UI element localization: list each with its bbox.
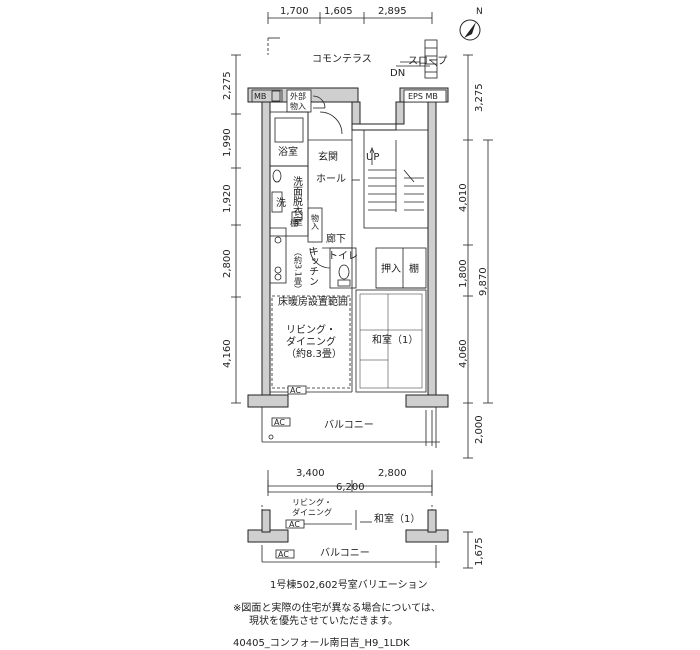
dim-left-5: 4,160: [222, 339, 233, 368]
dim-right-1: 3,275: [474, 83, 485, 112]
hall-label: ホール: [316, 173, 346, 185]
storage-box: [307, 207, 323, 243]
kitchen-label: キッチン: [307, 246, 318, 286]
outside-label-2: 物入: [290, 101, 306, 111]
shelf-small-label: 棚: [290, 218, 298, 228]
dim-bottom-1: 3,400: [296, 468, 325, 479]
balcony-label: バルコニー: [324, 419, 374, 431]
dim-bottom-2: 2,800: [378, 468, 407, 479]
dim-right-6: 2,000: [474, 415, 485, 444]
mb-label: MB: [254, 92, 266, 101]
ac-living-label: AC: [290, 386, 301, 395]
dim-variation: 1,675: [474, 537, 485, 566]
japanese-room-label: 和室（1）: [372, 333, 418, 346]
stairwell: [363, 129, 429, 229]
note-line-2: 現状を優先させていただきます。: [249, 614, 398, 627]
entrance-label: 玄関: [318, 150, 338, 163]
outside-label-1: 外部: [290, 91, 306, 101]
dim-top-2: 1,605: [324, 6, 353, 17]
ac-balcony: [271, 417, 291, 427]
dim-top-3: 2,895: [378, 6, 407, 17]
slope: [424, 39, 438, 79]
wall-right: [427, 101, 437, 403]
dim-right-5: 4,060: [458, 339, 469, 368]
dim-bottom-total: 6,200: [336, 482, 365, 493]
compass-label: N: [476, 7, 483, 17]
mb-box: [251, 89, 283, 103]
note-line-1: ※図面と実際の住宅が異なる場合については、: [233, 601, 441, 614]
ac-living: [287, 385, 307, 395]
wall-left: [261, 101, 271, 403]
living-label-2: ダイニング: [286, 335, 336, 348]
dim-left-4: 2,800: [222, 249, 233, 278]
washroom-label: 洗面脱衣室: [291, 176, 303, 226]
shelf-label: 棚: [409, 262, 419, 275]
washroom: [269, 165, 309, 237]
dim-left-3: 1,920: [222, 184, 233, 213]
footer-label: 40405_コンフォール南日吉_H9_1LDK: [233, 636, 410, 649]
dim-right-4: 9,870: [478, 267, 489, 296]
wall-bottom-left: [247, 394, 289, 408]
ac-variation-balcony: [275, 549, 295, 559]
toilet-label: トイレ: [328, 251, 358, 262]
bath-label: 浴室: [278, 145, 298, 158]
living-size-label: （約8.3畳）: [286, 347, 342, 360]
kitchen-counter: [269, 227, 287, 284]
dn-label: DN: [390, 68, 405, 79]
eps-mb-label: EPS MB: [408, 92, 438, 101]
floor-heating-label: 床暖房設置範囲: [278, 295, 348, 308]
dim-right-3: 1,800: [458, 259, 469, 288]
variation-ac-balcony: AC: [278, 550, 289, 559]
variation-balcony: バルコニー: [320, 547, 370, 559]
storage-label: 物入: [311, 213, 320, 230]
compass-icon: [459, 19, 481, 41]
wall-bottom-right: [405, 394, 449, 408]
variation-caption: 1号棟502,602号室バリエーション: [270, 578, 428, 591]
oshiire-label: 押入: [381, 262, 401, 275]
wash-label: 洗: [276, 197, 286, 209]
dim-left-1: 2,275: [222, 71, 233, 100]
corridor-label: 廊下: [326, 232, 346, 245]
variation-japanese-room: 和室（1）: [374, 512, 420, 525]
kitchen-size-label: （約3.1畳）: [294, 248, 303, 293]
wall-stair-left: [351, 101, 361, 125]
dim-right-2: 4,010: [458, 183, 469, 212]
ac-balcony-label: AC: [274, 418, 285, 427]
dim-top-1: 1,700: [280, 6, 309, 17]
up-label: UP: [366, 152, 379, 163]
variation-living-2: ダイニング: [292, 507, 332, 517]
slope-label: スロープ: [408, 55, 447, 67]
variation-living-1: リビング・: [292, 497, 332, 507]
japanese-room: [355, 289, 427, 393]
common-terrace-label: コモンテラス: [312, 53, 372, 65]
dim-left-2: 1,990: [222, 128, 233, 157]
eps-mb-box: [403, 89, 447, 103]
living-label-1: リビング・: [286, 323, 336, 336]
variation-ac-living: AC: [289, 520, 300, 529]
